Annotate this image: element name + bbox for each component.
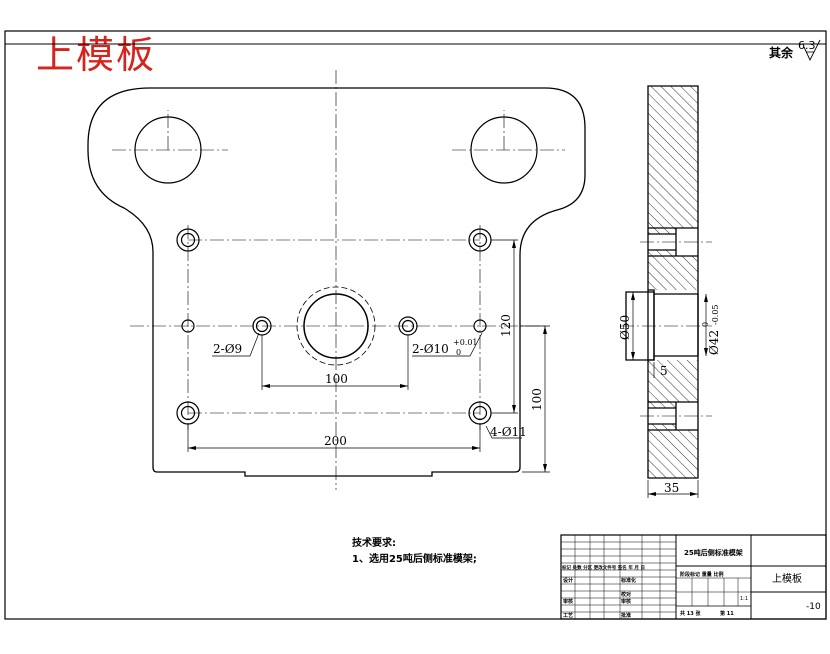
tb-sheet-no: 第 11	[720, 610, 734, 617]
surface-finish-symbol	[803, 39, 821, 62]
dim-boss-dia: Ø50	[618, 315, 632, 340]
guide-hole-right	[470, 116, 538, 184]
side-section-view: 35 Ø50 Ø42 0 -0.05 5	[618, 85, 721, 498]
dim-thickness: 35	[664, 481, 679, 495]
tb-sheet-total: 共 13 张	[680, 610, 701, 617]
tb-label-design: 设计	[563, 577, 573, 584]
tb-label-process: 工艺	[563, 612, 573, 619]
tb-drawing-no: -10	[806, 602, 821, 612]
title-block	[560, 534, 827, 620]
sheet-border-outer	[4, 30, 827, 620]
plate-outline	[87, 87, 586, 477]
tb-label-standardize: 标准化	[620, 577, 636, 584]
tb-header-row: 标记 处数 分区 更改文件号 签名 年 月 日	[561, 564, 645, 571]
tb-label-check: 审核	[621, 598, 631, 605]
surface-finish-value: 6.3	[798, 39, 816, 52]
dim-pitch-100: 100	[325, 372, 348, 386]
drawing-title: 上模板	[36, 33, 157, 77]
center-bore	[303, 293, 369, 359]
dim-pitch-120: 120	[499, 314, 513, 337]
dim-hole-10: 2-Ø10	[412, 342, 449, 356]
dim-hole-10-tol-zero: 0	[456, 348, 461, 357]
tb-stage: 阶段标记 重量 比例	[680, 571, 723, 578]
notes-item-1: 1、选用25吨后侧标准模架;	[352, 552, 477, 565]
dim-pitch-200: 200	[324, 434, 347, 448]
dim-hole-9: 2-Ø9	[213, 342, 242, 356]
tb-label-approve: 批准	[621, 612, 631, 619]
dim-hole-10-tol: +0.01	[453, 338, 478, 347]
dim-hole-11: 4-Ø11	[490, 425, 527, 439]
tb-part-name: 上模板	[772, 572, 802, 585]
tb-scale: 1:1	[740, 596, 748, 602]
tb-assembly: 25吨后侧标准模架	[684, 548, 743, 557]
tb-label-proof: 校对	[621, 591, 631, 598]
notes-heading: 技术要求:	[352, 536, 396, 549]
center-bore-outer	[296, 286, 376, 366]
dim-bore-dia: Ø42	[707, 330, 721, 355]
dim-bore-tol-upper: 0	[701, 322, 710, 327]
dim-step: 5	[660, 364, 668, 378]
surface-finish-prefix: 其余	[769, 45, 794, 60]
dim-pitch-100-v: 100	[530, 388, 544, 411]
tb-label-review: 审核	[563, 598, 573, 605]
dim-bore-tol-lower: -0.05	[711, 304, 720, 325]
guide-hole-left	[134, 116, 202, 184]
screw-holes	[176, 228, 492, 425]
